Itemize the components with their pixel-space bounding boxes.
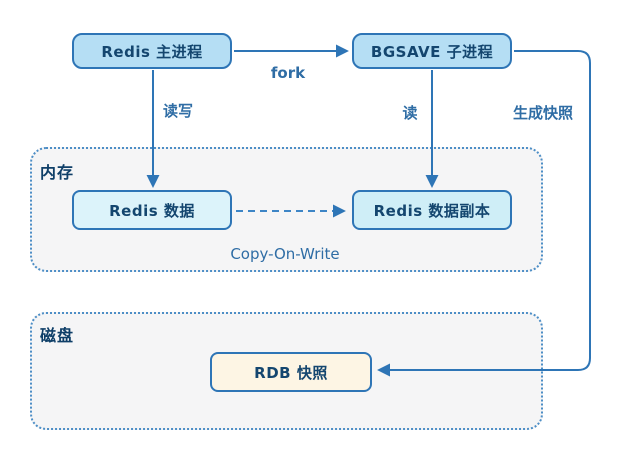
node-redis-main-process: Redis 主进程 <box>72 33 232 69</box>
edge-label-read: 读 <box>402 104 418 122</box>
disk-container-label: 磁盘 <box>40 326 75 345</box>
node-redis-main-process-label: Redis 主进程 <box>101 42 203 61</box>
node-redis-data-label: Redis 数据 <box>109 201 195 220</box>
node-rdb-snapshot-label: RDB 快照 <box>254 363 328 382</box>
edge-label-copy-on-write: Copy-On-Write <box>230 245 340 263</box>
node-redis-data-copy-label: Redis 数据副本 <box>373 201 491 220</box>
memory-container-label: 内存 <box>40 163 75 182</box>
edge-label-fork: fork <box>270 64 306 82</box>
edge-label-read-write: 读写 <box>162 102 193 120</box>
node-rdb-snapshot: RDB 快照 <box>210 352 372 392</box>
node-bgsave-child-process: BGSAVE 子进程 <box>352 33 512 69</box>
node-redis-data: Redis 数据 <box>72 190 232 230</box>
node-redis-data-copy: Redis 数据副本 <box>352 190 512 230</box>
edge-label-generate-snapshot: 生成快照 <box>512 104 573 122</box>
node-bgsave-child-process-label: BGSAVE 子进程 <box>370 42 494 61</box>
